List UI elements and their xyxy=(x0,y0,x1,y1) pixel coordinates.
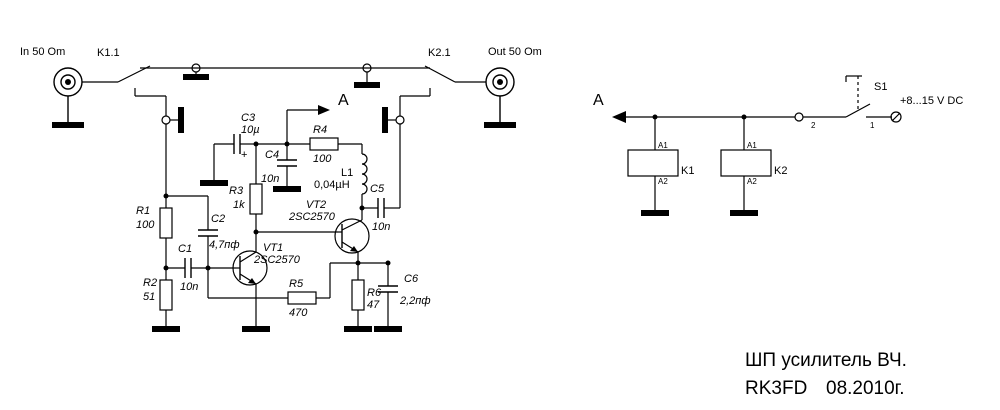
transistor-vt1 xyxy=(232,250,268,286)
l1-value: 0,04µH xyxy=(314,179,350,191)
k1-a1-label: A1 xyxy=(658,141,668,150)
vt2-label: VT2 xyxy=(306,199,326,211)
c2-value: 4,7пф xyxy=(209,239,240,251)
node-a-left: A xyxy=(338,92,349,109)
r6-label: R6 xyxy=(367,287,382,299)
c4-label: C4 xyxy=(265,149,279,161)
k2-a2-label: A2 xyxy=(747,177,757,186)
c6-label: C6 xyxy=(404,273,419,285)
c6-value: 2,2пф xyxy=(399,295,431,307)
resistor-r4 xyxy=(309,137,339,151)
supply-terminal xyxy=(890,111,902,123)
resistor-r3 xyxy=(249,183,263,215)
pin-2-label: 2 xyxy=(811,121,816,130)
r6-value: 47 xyxy=(367,299,380,311)
k11-label: K1.1 xyxy=(97,47,120,59)
c4-value: 10n xyxy=(261,173,279,185)
output-label: Out 50 Om xyxy=(488,46,542,58)
resistor-r2 xyxy=(159,279,173,311)
r4-label: R4 xyxy=(313,124,327,136)
k2-label: K2 xyxy=(774,165,787,177)
r1-value: 100 xyxy=(136,219,155,231)
c3-plus: + xyxy=(241,149,247,161)
c3-label: C3 xyxy=(241,112,256,124)
schematic-author: RK3FD xyxy=(745,378,807,399)
relay-k1-contact xyxy=(117,65,151,83)
k1-label: K1 xyxy=(681,165,694,177)
vt1-label: VT1 xyxy=(263,242,283,254)
schematic-title: ШП усилитель ВЧ. xyxy=(745,350,907,371)
c1-value: 10n xyxy=(180,281,198,293)
relay-k2-contact xyxy=(424,65,456,83)
input-connector xyxy=(52,67,84,128)
r1-label: R1 xyxy=(136,205,150,217)
r5-label: R5 xyxy=(289,278,304,290)
k2-a1-label: A1 xyxy=(747,141,757,150)
schematic-date: 08.2010г. xyxy=(826,378,905,399)
c3-value: 10µ xyxy=(241,124,260,136)
node-a-right: A xyxy=(593,92,604,109)
r2-value: 51 xyxy=(143,291,155,303)
c1-label: C1 xyxy=(178,243,192,255)
k1-a2-label: A2 xyxy=(658,177,668,186)
resistor-r5 xyxy=(287,291,317,305)
resistor-r6 xyxy=(351,279,365,311)
relay-k2-coil xyxy=(720,149,772,177)
c5-label: C5 xyxy=(370,183,385,195)
pin-1-label: 1 xyxy=(870,121,875,130)
output-connector xyxy=(484,67,516,128)
c2-label: C2 xyxy=(211,213,225,225)
relay-k1-coil xyxy=(627,149,679,177)
vt2-type: 2SC2570 xyxy=(288,211,336,223)
supply-label: +8...15 V DC xyxy=(900,95,963,107)
c5-value: 10n xyxy=(372,221,390,233)
r4-value: 100 xyxy=(313,153,332,165)
r3-value: 1k xyxy=(233,199,245,211)
vt1-type: 2SC2570 xyxy=(253,254,301,266)
switch-s1 xyxy=(845,103,871,118)
l1-label: L1 xyxy=(341,167,353,179)
k21-label: K2.1 xyxy=(428,47,451,59)
transistor-vt2 xyxy=(334,218,370,254)
r5-value: 470 xyxy=(289,307,308,319)
r3-label: R3 xyxy=(229,185,244,197)
input-label: In 50 Om xyxy=(20,46,65,58)
s1-label: S1 xyxy=(874,81,887,93)
r2-label: R2 xyxy=(143,277,157,289)
resistor-r1 xyxy=(159,207,173,239)
inductor-l1 xyxy=(361,153,368,195)
